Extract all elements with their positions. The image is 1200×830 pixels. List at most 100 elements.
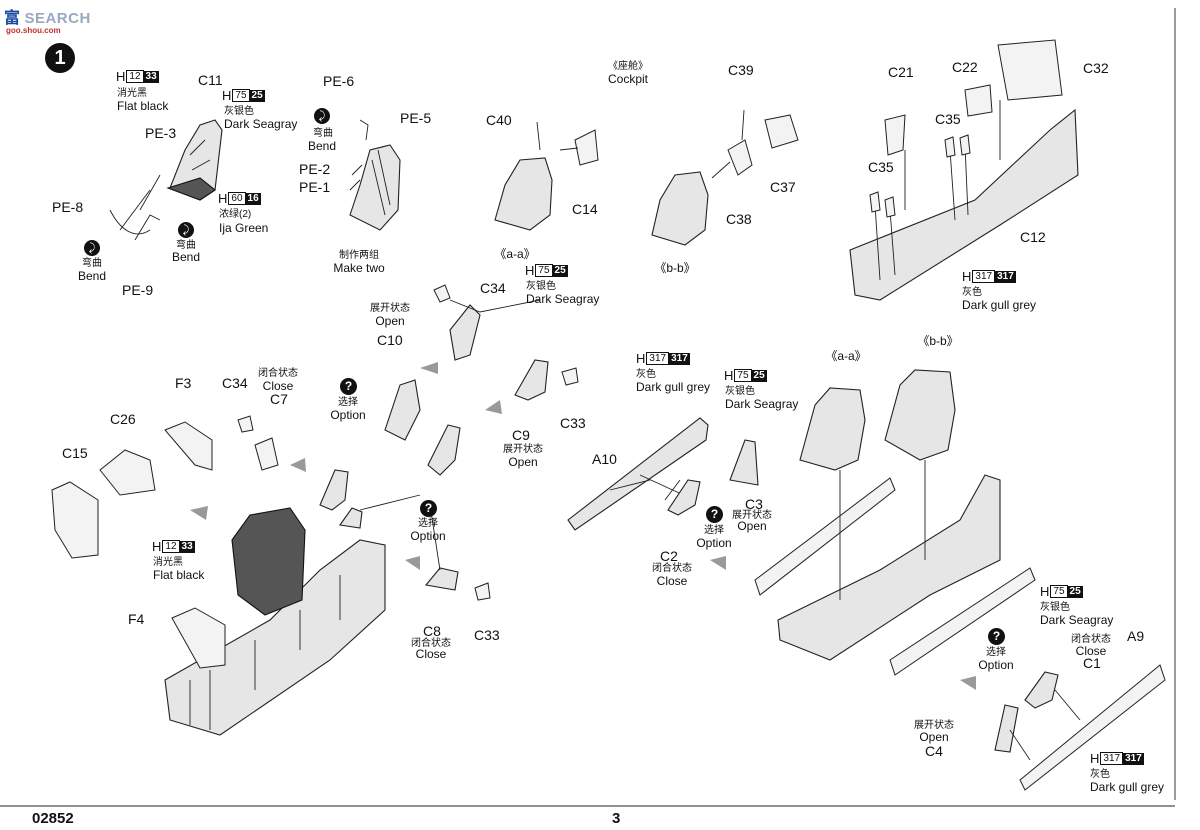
part-label-pe8: PE-8 (52, 199, 84, 215)
part-label-c7: C7 (270, 391, 288, 407)
part-label-c1: C1 (1083, 655, 1101, 671)
part-label-c4: C4 (925, 743, 943, 759)
bend-icon: ⤸ (178, 222, 194, 238)
watermark-brand: SEARCH (24, 10, 91, 27)
paint-name-en: Dark gull grey (636, 380, 711, 394)
option-label-cn: 选择 (338, 397, 358, 408)
part-label-c3: C3 (745, 496, 763, 512)
part-label-c33: C33 (560, 415, 586, 431)
paint-name-cn: 消光黑 (153, 557, 183, 568)
paint-name-cn: 灰银色 (1040, 602, 1070, 613)
option-label-en: Option (330, 408, 366, 422)
part-label-c34: C34 (480, 280, 506, 296)
make-two-cn: 制作两组 (339, 250, 379, 261)
side-panel-a10 (567, 417, 759, 531)
c4-state-cn: 展开状态 (914, 720, 954, 731)
paint-name-cn: 灰色 (636, 369, 656, 380)
bend-label-cn: 弯曲 (82, 258, 102, 269)
c7-state-cn: 闭合状态 (258, 368, 298, 379)
cockpit-title-en: Cockpit (607, 72, 649, 86)
open-label-en: Open (375, 314, 405, 328)
paint-name-cn: 灰色 (1090, 769, 1110, 780)
paint-name-en: Dark Seagray (224, 117, 298, 131)
product-code: 02852 (32, 810, 74, 827)
option-icon: ? (420, 500, 437, 517)
bend-icon: ⤸ (84, 240, 100, 256)
paint-name-en: Dark Seagray (1040, 613, 1114, 627)
section-label-a-a: 《a-a》 (825, 349, 867, 363)
part-label-c14: C14 (572, 201, 598, 217)
page-number: 3 (612, 810, 621, 827)
part-label-c34: C34 (222, 375, 248, 391)
paint-name-cn: 灰色 (962, 287, 982, 298)
part-label-pe3: PE-3 (145, 125, 177, 141)
hinged-panels-middle (319, 284, 579, 601)
logo-glyph: 富 (4, 10, 21, 27)
paint-name-cn: 消光黑 (117, 88, 147, 99)
paint-code-h60: H 60 16 (218, 191, 261, 206)
paint-code-h317: H 317 317 (1090, 751, 1144, 766)
paint-name-cn: 灰银色 (526, 281, 556, 292)
section-label-b-b: 《b-b》 (654, 261, 696, 275)
open-label-cn: 展开状态 (370, 303, 410, 314)
paint-code-h317: H 317 317 (636, 351, 690, 366)
c1-state-en: Close (1075, 644, 1107, 658)
part-label-c38: C38 (726, 211, 752, 227)
part-label-c2: C2 (660, 548, 678, 564)
bend-label-en: Bend (77, 269, 107, 283)
section-label-a-a: 《a-a》 (494, 247, 536, 261)
option-icon: ? (340, 378, 357, 395)
part-label-c10: C10 (377, 332, 403, 348)
paint-name-en: Ija Green (219, 221, 269, 235)
c9-state-en: Open (508, 455, 538, 469)
c3-state-en: Open (737, 519, 767, 533)
part-label-c35: C35 (935, 111, 961, 127)
paint-code-h12: H 12 33 (116, 69, 159, 84)
c8-state-cn: 闭合状态 (411, 638, 451, 649)
part-label-f4: F4 (128, 611, 145, 627)
part-label-c22: C22 (952, 59, 978, 75)
section-label-b-b: 《b-b》 (917, 334, 959, 348)
cockpit-title-cn: 《座舱》 (608, 61, 648, 72)
option-icon: ? (988, 628, 1005, 645)
cockpit-tub-top-right (849, 39, 1079, 301)
part-label-c26: C26 (110, 411, 136, 427)
part-label-a9: A9 (1127, 628, 1145, 644)
paint-name-cn: 灰银色 (725, 386, 755, 397)
part-label-c39: C39 (728, 62, 754, 78)
paint-name-en: Dark gull grey (962, 298, 1037, 312)
seat-a-a (494, 121, 599, 231)
part-label-c21: C21 (888, 64, 914, 80)
part-label-pe6: PE-6 (323, 73, 355, 89)
seat-b-b (651, 109, 799, 246)
paint-name-en: Flat black (153, 568, 205, 582)
cockpit-tub-bottom-left (51, 415, 386, 736)
part-label-c37: C37 (770, 179, 796, 195)
paint-code-h317: H 317 317 (962, 269, 1016, 284)
option-label-en: Option (410, 529, 446, 543)
c7-state-en: Close (262, 379, 294, 393)
option-label-cn: 选择 (986, 647, 1006, 658)
part-label-pe9: PE-9 (122, 282, 154, 298)
watermark-sub: goo.shou.com (6, 26, 61, 35)
part-label-pe5: PE-5 (400, 110, 432, 126)
part-label-c32: C32 (1083, 60, 1109, 76)
option-label-en: Option (696, 536, 732, 550)
c4-state-en: Open (919, 730, 949, 744)
watermark-logo: 富 SEARCH goo.shou.com (4, 4, 91, 35)
c1-state-cn: 闭合状态 (1071, 634, 1111, 645)
ejection-seat-pe (349, 119, 401, 231)
option-label-cn: 选择 (418, 518, 438, 529)
bend-label-cn: 弯曲 (313, 128, 333, 139)
part-label-pe1: PE-1 (299, 179, 331, 195)
part-label-a10: A10 (592, 451, 617, 467)
paint-name-en: Flat black (117, 99, 169, 113)
c2-state-cn: 闭合状态 (652, 563, 692, 574)
ejection-seat-top-left (109, 119, 223, 241)
direction-arrows (190, 362, 976, 690)
part-label-f3: F3 (175, 375, 192, 391)
option-label-cn: 选择 (704, 525, 724, 536)
c3-state-cn: 展开状态 (732, 510, 772, 521)
option-label-en: Option (978, 658, 1014, 672)
